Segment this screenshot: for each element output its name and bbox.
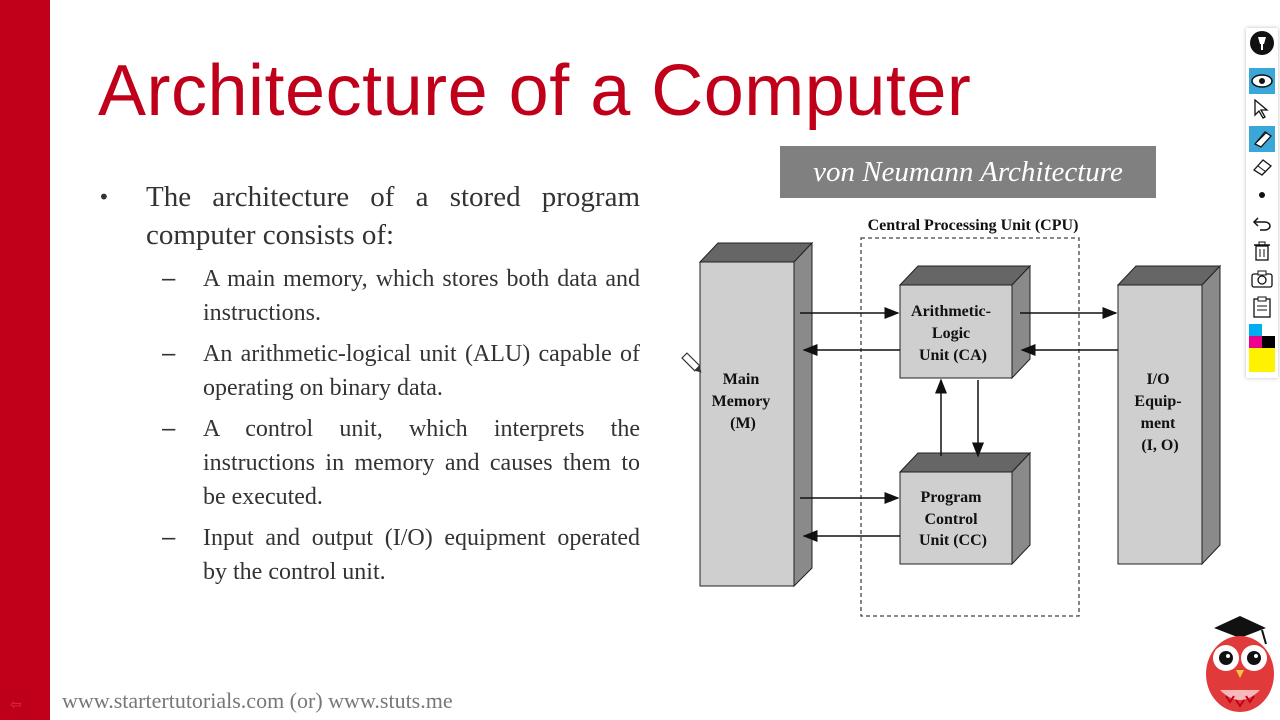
- highlighter-icon[interactable]: [1249, 126, 1275, 152]
- slide-body: • The architecture of a stored program c…: [98, 178, 640, 596]
- bullet-marker: •: [98, 185, 110, 209]
- dash-marker: –: [162, 415, 176, 442]
- sub-item-alu: –An arithmetic-logical unit (ALU) capabl…: [98, 337, 640, 405]
- back-arrow-icon[interactable]: ⇦: [10, 697, 22, 713]
- footer-url: www.startertutorials.com (or) www.stuts.…: [62, 688, 453, 713]
- io-label: I/O Equip- ment (I, O): [1134, 371, 1185, 454]
- dot-icon[interactable]: [1249, 182, 1275, 208]
- alu-block: Arithmetic- Logic Unit (CA): [898, 264, 1032, 380]
- cpu-boundary: [860, 237, 1080, 617]
- pen-cursor-icon: [681, 352, 702, 373]
- slide-red-sidebar: ⇦: [0, 0, 50, 720]
- sub-list: –A main memory, which stores both data a…: [98, 262, 640, 589]
- sub-item-text: A control unit, which interprets the ins…: [203, 416, 640, 510]
- program-control-unit-block: Program Control Unit (CC): [898, 451, 1032, 566]
- eye-icon[interactable]: [1249, 68, 1275, 94]
- dash-marker: –: [162, 265, 176, 292]
- pointer-icon[interactable]: [1249, 96, 1275, 122]
- sub-item-text: An arithmetic-logical unit (ALU) capable…: [203, 341, 640, 401]
- sub-item-io: –Input and output (I/O) equipment operat…: [98, 521, 640, 589]
- slide-title: Architecture of a Computer: [98, 51, 972, 131]
- von-neumann-banner: von Neumann Architecture: [780, 146, 1156, 198]
- undo-icon[interactable]: [1249, 210, 1275, 236]
- dash-marker: –: [162, 340, 176, 367]
- io-equipment-block: I/O Equip- ment (I, O): [1116, 264, 1222, 566]
- main-memory-block: Main Memory (M): [698, 241, 814, 588]
- cpu-label: Central Processing Unit (CPU): [868, 217, 1079, 234]
- annotation-toolbar: [1246, 28, 1278, 378]
- sub-item-control-unit: –A control unit, which interprets the in…: [98, 412, 640, 514]
- eraser-icon[interactable]: [1249, 154, 1275, 180]
- lead-bullet: • The architecture of a stored program c…: [98, 178, 640, 254]
- diagram-arrows: [800, 307, 1118, 542]
- alu-label: Arithmetic- Logic Unit (CA): [911, 303, 995, 364]
- sub-item-text: Input and output (I/O) equipment operate…: [203, 525, 640, 585]
- trash-icon[interactable]: [1249, 238, 1275, 264]
- color-palette-icon[interactable]: [1249, 324, 1275, 372]
- von-neumann-diagram: Central Processing Unit (CPU) Main Memor…: [681, 217, 1222, 617]
- lead-text: The architecture of a stored program com…: [146, 181, 640, 251]
- pcu-label: Program Control Unit (CC): [919, 489, 987, 549]
- dash-marker: –: [162, 524, 176, 551]
- camera-icon[interactable]: [1249, 266, 1275, 292]
- sub-item-main-memory: –A main memory, which stores both data a…: [98, 262, 640, 330]
- clipboard-icon[interactable]: [1249, 294, 1275, 320]
- main-memory-label: Main Memory (M): [712, 371, 775, 432]
- sub-item-text: A main memory, which stores both data an…: [203, 266, 640, 326]
- pen-logo-icon[interactable]: [1249, 30, 1275, 56]
- owl-mascot-logo: [1206, 616, 1274, 712]
